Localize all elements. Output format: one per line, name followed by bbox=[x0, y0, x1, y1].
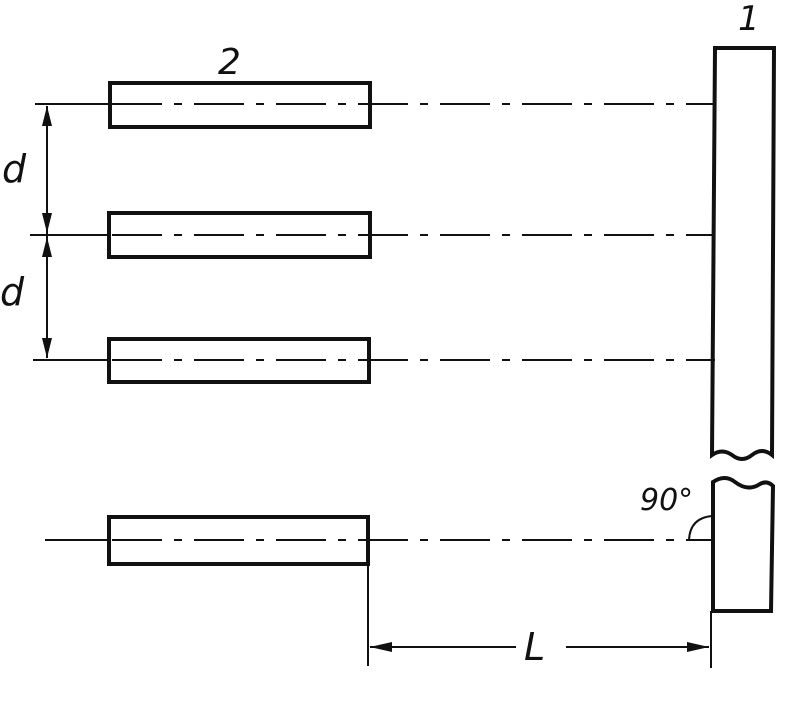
plate-upper bbox=[712, 48, 774, 459]
arrowhead-l-left bbox=[370, 642, 392, 652]
label-angle: 90° bbox=[640, 483, 693, 518]
label-rod: 2 bbox=[218, 42, 241, 83]
arrowhead-d1-top bbox=[42, 106, 52, 126]
arrowhead-l-right bbox=[687, 642, 709, 652]
right-angle-mark bbox=[689, 516, 712, 540]
arrowhead-d1-bottom bbox=[42, 213, 52, 233]
label-spacing-bottom: d bbox=[0, 270, 25, 314]
label-spacing-top: d bbox=[2, 147, 27, 191]
plate-lower bbox=[713, 478, 773, 611]
arrowhead-d2-bottom bbox=[42, 338, 52, 358]
label-plate: 1 bbox=[738, 0, 760, 39]
arrowhead-d2-top bbox=[42, 237, 52, 257]
label-distance: L bbox=[524, 625, 545, 669]
